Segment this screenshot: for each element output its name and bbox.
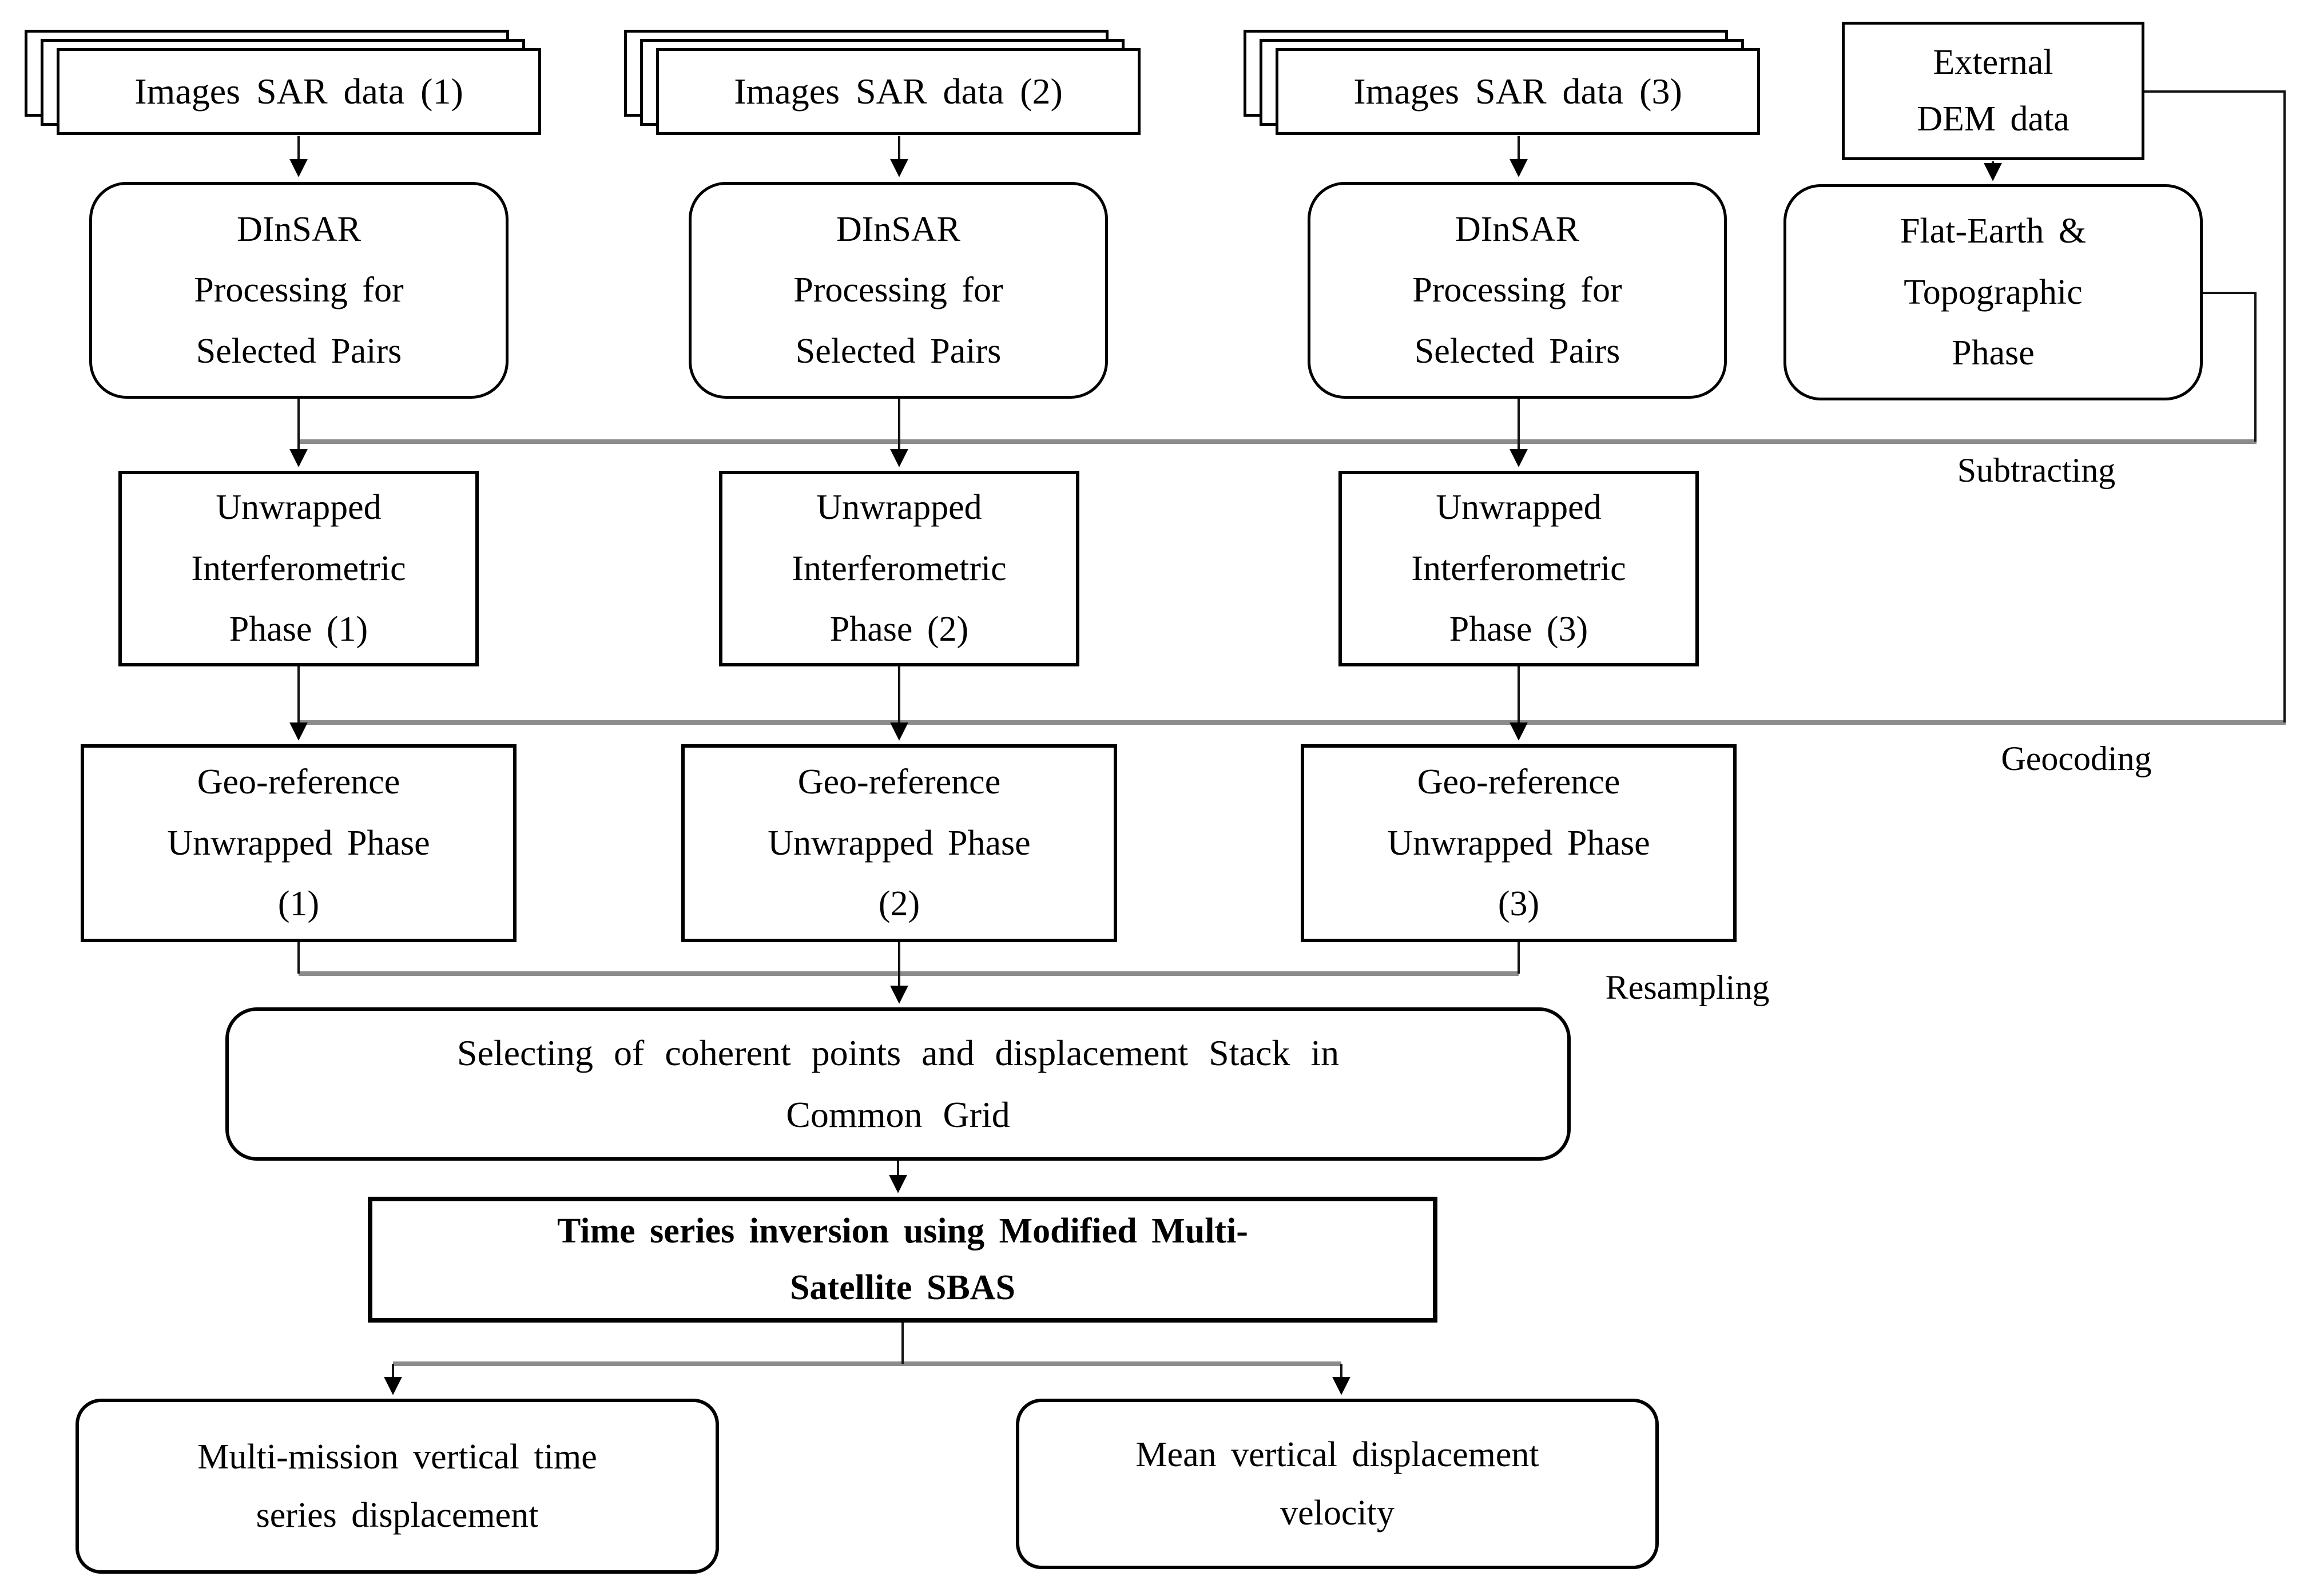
node-label-line: Geo-reference [1417,763,1620,802]
node-unwrapped-2: Unwrapped Interferometric Phase (2) [719,471,1079,666]
node-georef-3: Geo-reference Unwrapped Phase (3) [1301,744,1737,942]
node-label-line: Flat-Earth & [1900,212,2087,251]
stack-sheet-front: Images SAR data (2) [656,48,1141,135]
sar-data-stack-1: Images SAR data (1) [25,30,541,135]
node-output-time-series-displacement: Multi-mission vertical time series displ… [76,1399,719,1574]
node-label-line: Time series inversion using Modified Mul… [557,1211,1248,1250]
node-label: Images SAR data (1) [134,71,463,112]
node-label-line: Selected Pairs [196,331,402,371]
node-label-line: velocity [1280,1494,1395,1533]
node-time-series-inversion: Time series inversion using Modified Mul… [368,1197,1437,1323]
node-label-line: Processing for [793,271,1003,310]
node-label-line: Selecting of coherent points and displac… [456,1033,1340,1074]
node-georef-1: Geo-reference Unwrapped Phase (1) [81,744,517,942]
node-label-line: Processing for [1412,271,1622,310]
node-unwrapped-3: Unwrapped Interferometric Phase (3) [1338,471,1699,666]
node-label-line: Topographic [1904,272,2083,312]
stack-sheet-front: Images SAR data (3) [1276,48,1760,135]
node-label-line: Common Grid [786,1094,1010,1135]
node-external-dem: External DEM data [1842,22,2144,160]
node-label-line: Unwrapped Phase [768,823,1031,863]
node-label-line: Unwrapped Phase [1387,823,1650,863]
collector-lines [299,439,2286,1366]
node-label-line: Geo-reference [197,763,400,802]
node-label-line: Selected Pairs [795,331,1002,371]
node-label-line: Interferometric [792,549,1007,588]
edge-label-geocoding: Geocoding [2001,740,2152,777]
node-label-line: DEM data [1917,100,2069,138]
node-label-line: Unwrapped Phase [167,823,430,863]
node-label-line: Phase (3) [1449,610,1588,649]
node-label-line: Interferometric [1411,549,1626,588]
node-label-line: Selected Pairs [1414,331,1620,371]
sar-data-stack-2: Images SAR data (2) [624,30,1141,135]
flatearth-to-subtracting-route [2203,292,2257,442]
node-label-line: Unwrapped [1436,488,1602,527]
node-output-mean-velocity: Mean vertical displacement velocity [1016,1399,1659,1569]
dem-to-geocoding-route [2144,90,2286,722]
sar-data-stack-3: Images SAR data (3) [1244,30,1760,135]
node-label-line: Multi-mission vertical time [197,1437,597,1476]
node-label-line: Processing for [194,271,404,310]
node-label-line: Unwrapped [816,488,982,527]
stack-sheet-front: Images SAR data (1) [57,48,541,135]
node-label-line: (1) [277,884,320,924]
flow-arrows [289,136,2002,1395]
node-unwrapped-1: Unwrapped Interferometric Phase (1) [118,471,479,666]
node-label-line: External [1933,42,2053,82]
node-label-line: series displacement [256,1496,539,1535]
node-selecting-coherent-points: Selecting of coherent points and displac… [225,1007,1571,1161]
node-dinsar-1: DInSAR Processing for Selected Pairs [89,182,509,399]
node-georef-2: Geo-reference Unwrapped Phase (2) [681,744,1117,942]
edge-label-subtracting: Subtracting [1957,451,2116,489]
right-routing-lines [297,90,2286,1364]
node-label-line: Phase [1952,334,2035,373]
node-label-line: DInSAR [836,209,961,249]
node-label-line: Geo-reference [797,763,1001,802]
node-label-line: DInSAR [236,209,362,249]
node-label-line: Mean vertical displacement [1135,1435,1539,1474]
node-label-line: DInSAR [1455,209,1580,249]
node-label-line: Unwrapped [216,488,382,527]
node-label-line: (2) [878,884,920,924]
node-label-line: Satellite SBAS [789,1268,1016,1307]
node-label-line: Phase (1) [229,610,368,649]
node-label-line: Phase (2) [829,610,969,649]
node-dinsar-2: DInSAR Processing for Selected Pairs [689,182,1108,399]
node-dinsar-3: DInSAR Processing for Selected Pairs [1308,182,1727,399]
node-flat-earth: Flat-Earth & Topographic Phase [1783,184,2203,400]
node-label: Images SAR data (3) [1353,71,1682,112]
node-label: Images SAR data (2) [734,71,1063,112]
node-label-line: Interferometric [191,549,406,588]
edge-label-resampling: Resampling [1605,968,1770,1006]
node-label-line: (3) [1497,884,1540,924]
